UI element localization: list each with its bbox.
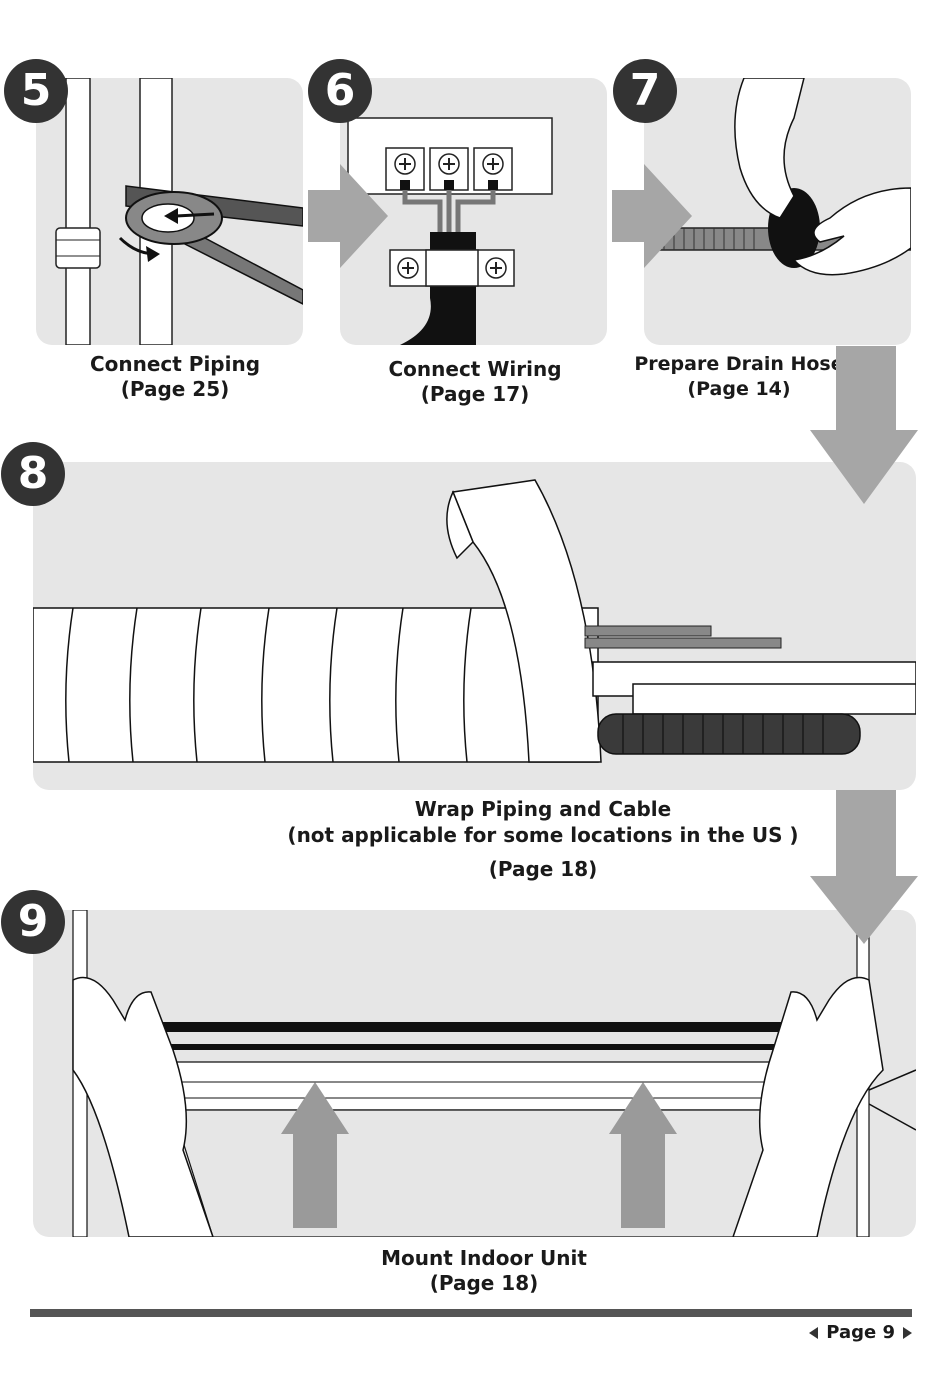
step-8-panel	[33, 462, 916, 790]
step-8-number-badge: 8	[1, 442, 65, 506]
page-number-label: Page 9	[826, 1322, 895, 1343]
terminal-block-illustration	[347, 117, 553, 345]
step-7-panel	[644, 78, 911, 345]
step-7-number-badge: 7	[613, 59, 677, 123]
step-5-number-badge: 5	[4, 59, 68, 123]
step-8-note: (not applicable for some locations in th…	[287, 823, 799, 847]
wrapped-piping-illustration	[33, 479, 916, 763]
triangle-left-icon[interactable]	[809, 1326, 819, 1339]
step-5-panel	[36, 78, 303, 345]
step-9-number-badge: 9	[1, 890, 65, 954]
mount-indoor-unit-illustration	[72, 910, 916, 1237]
step-7-page-ref: (Page 14)	[687, 378, 791, 400]
footer-divider	[30, 1309, 912, 1317]
step-8-caption: Wrap Piping and Cable (not applicable fo…	[258, 796, 828, 882]
step-7-caption: Prepare Drain Hose (Page 14)	[624, 352, 854, 402]
step-8-title: Wrap Piping and Cable	[414, 797, 672, 821]
step-9-title: Mount Indoor Unit	[381, 1246, 587, 1270]
step-8-page-ref: (Page 18)	[488, 857, 598, 881]
lift-arrow-left-icon	[281, 1082, 349, 1228]
step-6-panel	[340, 78, 607, 345]
step-9-caption: Mount Indoor Unit (Page 18)	[360, 1246, 608, 1296]
step-5-caption: Connect Piping (Page 25)	[60, 352, 290, 402]
step-6-caption: Connect Wiring (Page 17)	[360, 357, 590, 407]
step-5-title: Connect Piping	[89, 352, 261, 376]
step-7-title: Prepare Drain Hose	[634, 353, 844, 375]
lift-arrow-right-icon	[609, 1082, 677, 1228]
step-6-number-badge: 6	[308, 59, 372, 123]
step-6-title: Connect Wiring	[388, 357, 562, 381]
step-6-page-ref: (Page 17)	[420, 382, 530, 406]
step-9-page-ref: (Page 18)	[429, 1271, 539, 1295]
wrench-on-pipe-illustration	[55, 78, 303, 345]
step-5-page-ref: (Page 25)	[120, 377, 230, 401]
triangle-right-icon[interactable]	[903, 1326, 912, 1339]
page-indicator: Page 9	[809, 1322, 912, 1343]
drain-hose-illustration	[644, 78, 911, 276]
step-9-panel	[33, 910, 916, 1237]
